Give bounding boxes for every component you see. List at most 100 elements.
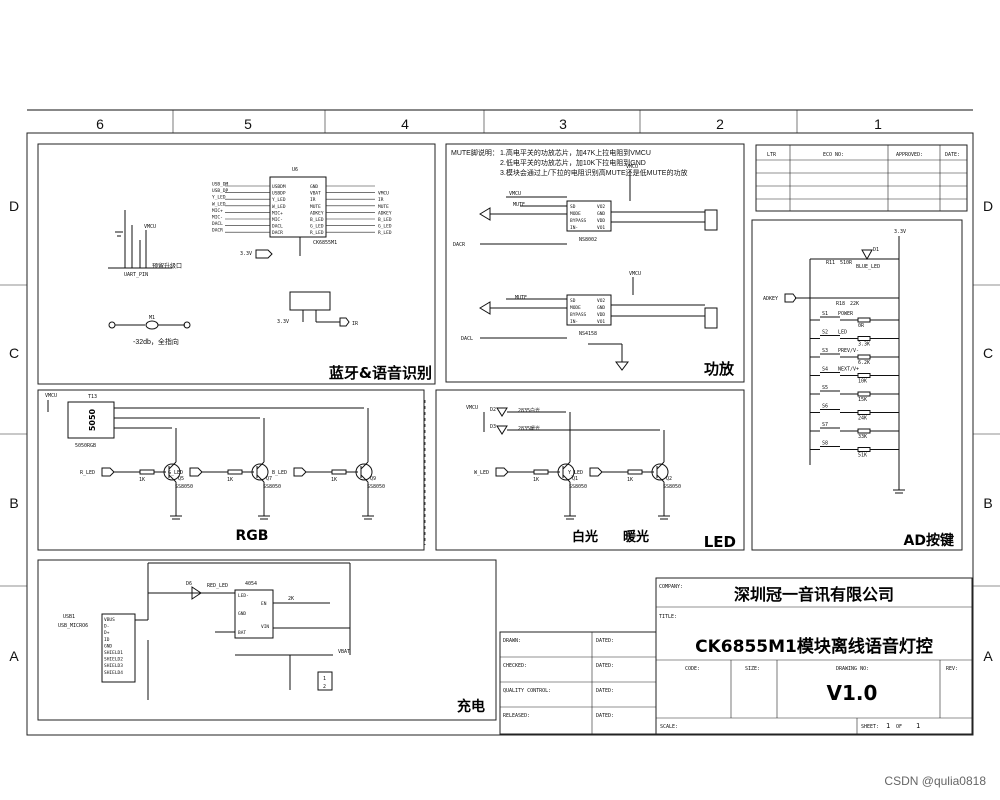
resistor-icon xyxy=(857,428,871,434)
rgb-led-label: 5050 xyxy=(88,408,97,431)
net-3v3: 3.3V xyxy=(894,229,906,235)
ic-pin-label: SD xyxy=(570,298,576,304)
res-val: 510R xyxy=(840,260,853,266)
col-label: 3 xyxy=(559,116,567,132)
net-label: USB_DM xyxy=(212,182,229,188)
rgb-led-ref: T13 xyxy=(88,394,97,400)
chip-pin-label: MIC+ xyxy=(272,210,283,216)
led-part: 2835暖光 xyxy=(518,425,540,432)
usb-connector xyxy=(101,613,136,683)
tb-scale: SCALE: xyxy=(660,724,678,730)
net-vmcu: VMCU xyxy=(626,164,638,170)
net-label: DACR xyxy=(212,228,223,234)
amp-ic-name: NS8002 xyxy=(579,237,597,243)
rev-ltr: LTR xyxy=(767,152,777,158)
usb-pin-label: SHIELD4 xyxy=(104,670,123,676)
chip-pin-label: G_LED xyxy=(310,224,324,230)
usb-pins: VBUSD-D+IDGNDSHIELD1SHIELD2SHIELD3SHIELD… xyxy=(104,617,123,676)
led-part: 2835白光 xyxy=(518,407,540,414)
section-title: 蓝牙&语音识别 xyxy=(329,364,432,382)
net-vmcu: VMCU xyxy=(45,393,57,399)
ground-icon xyxy=(615,361,629,371)
speaker-connector xyxy=(704,209,718,231)
led-icon xyxy=(191,586,202,600)
ic-pin-label: VDD xyxy=(597,312,605,318)
section-title: AD按键 xyxy=(904,532,955,549)
amp-ic-2 xyxy=(566,294,612,326)
net-label: MIC- xyxy=(212,215,223,221)
net-dacr: DACR xyxy=(453,242,466,248)
watermark: CSDN @qulia0818 xyxy=(884,774,986,788)
net-vmcu: VMCU xyxy=(509,191,521,197)
switch-ref: S1 xyxy=(822,311,828,317)
net-3v3: 3.3V xyxy=(277,319,289,325)
ic-pin-label: VIN xyxy=(261,624,269,630)
ic-pin-label: GND xyxy=(238,611,246,617)
tb-drawn: DRAWN: xyxy=(503,638,521,644)
tb-title-label: TITLE: xyxy=(659,614,677,620)
resistor-icon xyxy=(857,373,871,378)
resistor-value: 1K xyxy=(627,477,633,483)
net-ir: IR xyxy=(352,321,359,327)
tb-rev: REV: xyxy=(946,666,958,672)
charger-ic-ref: 4054 xyxy=(245,581,257,587)
chip-ref: U6 xyxy=(292,167,298,173)
amp-ic-name: NS4158 xyxy=(579,331,597,337)
net-flag xyxy=(495,467,509,477)
net-label: G_LED xyxy=(168,470,183,476)
usb-ref: USB1 xyxy=(63,614,75,620)
transistor-collector xyxy=(360,461,369,470)
uart-note: 预留升级口 xyxy=(152,262,182,270)
chip-pin-label: MIC- xyxy=(272,217,283,223)
chip-pin-label: B_LED xyxy=(310,217,324,223)
resistor-icon xyxy=(331,469,347,475)
net-flag xyxy=(255,249,273,259)
chip-pin-label: Y_LED xyxy=(272,197,286,203)
row-label: B xyxy=(9,495,18,511)
tb-version: V1.0 xyxy=(827,681,878,705)
row-label: B xyxy=(983,495,992,511)
section-ad-keys: AD按键 3.3V D1 BLUE_LED R11 510R ADKEY R18… xyxy=(751,219,963,551)
col-label: 1 xyxy=(874,116,882,132)
resistor-value: 15K xyxy=(858,397,867,403)
net-label: MIC+ xyxy=(212,208,223,214)
ic-pin-label: GND xyxy=(597,211,605,217)
usb-pin-label: SHIELD1 xyxy=(104,650,123,656)
res-val: 2K xyxy=(288,596,294,602)
ic-pin-label: BYPASS xyxy=(570,312,587,318)
net-label: VMCU xyxy=(378,191,389,197)
row-labels: D C B A D C B A xyxy=(9,198,993,664)
transistor-emitter xyxy=(656,474,665,483)
led-ref: D1 xyxy=(873,247,879,253)
net-adkey: ADKEY xyxy=(763,296,778,302)
speaker-connector xyxy=(704,307,718,329)
chip-pin-label: DACL xyxy=(272,224,283,230)
transistor-icon xyxy=(355,463,373,481)
res-ref: R18 xyxy=(836,301,845,307)
revision-block: LTR ECO NO: APPROVED: DATE: xyxy=(755,144,968,212)
usb-pin-label: GND xyxy=(104,643,112,649)
net-label: Y_LED xyxy=(212,195,226,201)
section-title: RGB xyxy=(236,528,269,544)
usb-pin-label: SHIELD2 xyxy=(104,657,123,663)
section-charge: 充电 USB1 USB_MICRO6 VBUSD-D+IDGNDSHIELD1S… xyxy=(37,559,497,721)
net-label: G_LED xyxy=(378,224,392,230)
chip-left-pins: USBDMUSB_DMUSBDPUSB_DPY_LEDY_LEDW_LEDW_L… xyxy=(212,182,286,237)
resistor-value: 0R xyxy=(858,323,865,329)
led-icon xyxy=(861,249,873,261)
net-label: B_LED xyxy=(272,470,287,476)
switch-label: POWER xyxy=(838,311,854,317)
chip-pin-label: GND xyxy=(310,184,318,190)
net-label: R_LED xyxy=(378,230,392,236)
transistor-ref: Q7 xyxy=(266,476,272,482)
sheet-frame xyxy=(0,109,1000,736)
chip-part: CK6855M1 xyxy=(313,240,337,246)
switch-ref: S2 xyxy=(822,330,828,336)
transistor-part: SS8050 xyxy=(367,484,385,490)
amp-ic-1 xyxy=(566,200,612,232)
transistor-collector xyxy=(168,461,177,470)
ic-pin-label: LED- xyxy=(238,593,249,599)
section-bluetooth-voice: 蓝牙&语音识别 U6 CK6855M1 USBDMUSB_DMUSBDPUSB_… xyxy=(37,143,436,385)
transistor-icon xyxy=(251,463,269,481)
